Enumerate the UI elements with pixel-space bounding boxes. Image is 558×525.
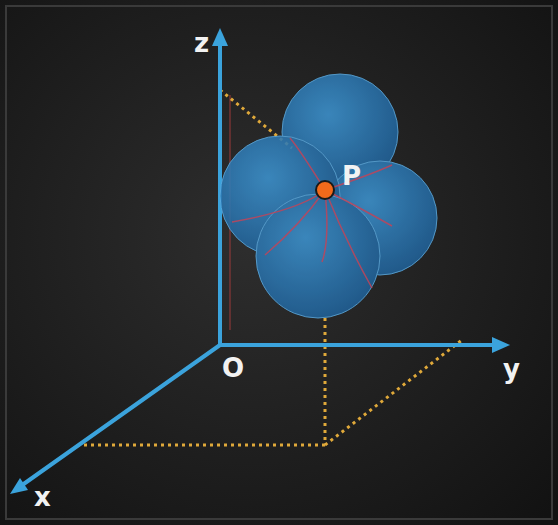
- axis-label: y: [503, 356, 520, 382]
- projection-lines: [78, 90, 462, 445]
- point-label: P: [342, 163, 361, 189]
- point-p: [316, 181, 334, 199]
- axis-arrowheads: [10, 28, 510, 494]
- axis-label: z: [194, 30, 209, 56]
- board-frame: [6, 6, 552, 519]
- origin-label: O: [222, 355, 244, 381]
- axis-lines: [18, 40, 498, 488]
- sphere-seams: [232, 138, 392, 288]
- axis-label: x: [34, 484, 51, 510]
- spheres: [220, 74, 437, 318]
